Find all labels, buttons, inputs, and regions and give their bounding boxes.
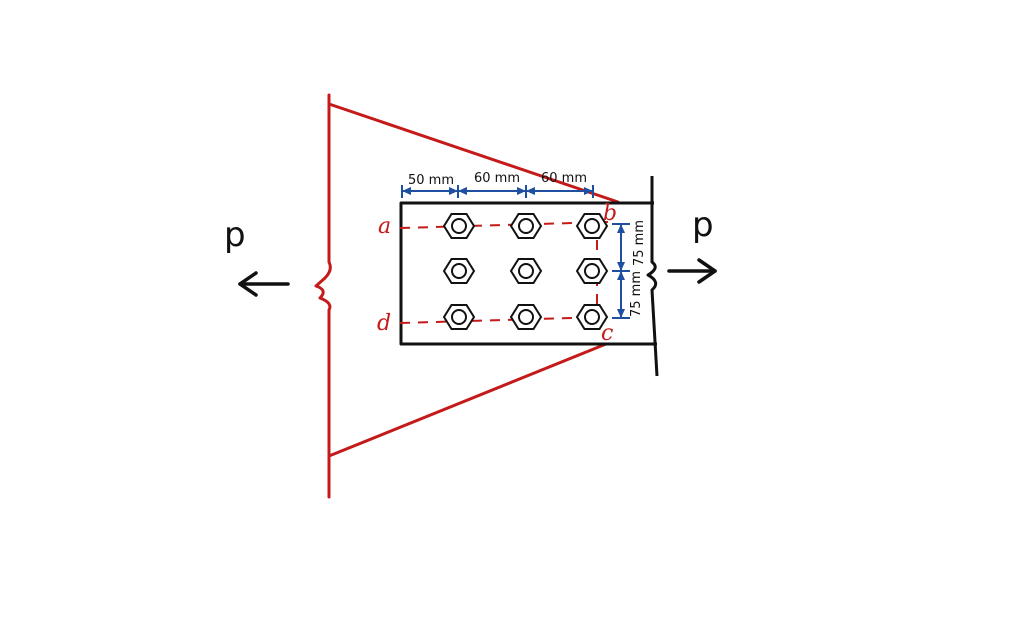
horizontal-dimension-chain: [401, 185, 594, 198]
point-labels: a b c d: [377, 201, 617, 346]
bolt-hole-circle: [451, 309, 467, 325]
bolt-nut-hexagon: [575, 304, 609, 330]
dimension-label-pitch-1: 60 mm: [474, 171, 520, 186]
bolt-hole-circle: [518, 218, 534, 234]
bolt-group: [442, 213, 609, 330]
bolt: [509, 213, 543, 239]
bolt-hole-circle: [451, 263, 467, 279]
plate-outline: [399, 201, 657, 346]
bolt-nut-hexagon: [509, 213, 543, 239]
bolt: [442, 258, 476, 284]
force-label-right: p: [692, 205, 714, 245]
dimension-label-edge: 50 mm: [408, 173, 454, 188]
bolt-hole-circle: [451, 218, 467, 234]
bolt: [575, 213, 609, 239]
point-label-d: d: [377, 311, 391, 336]
bolt-nut-hexagon: [442, 213, 476, 239]
red-member-outline: [314, 93, 620, 499]
dimension-label-gauge-2: 75 mm: [629, 271, 644, 317]
force-label-left: p: [224, 215, 246, 255]
member-top-taper-line: [327, 102, 620, 204]
bolt: [575, 304, 609, 330]
point-label-a: a: [378, 214, 391, 239]
bolt-nut-hexagon: [442, 304, 476, 330]
bolt-nut-hexagon: [509, 258, 543, 284]
bolt-nut-hexagon: [575, 213, 609, 239]
dimension-label-gauge-1: 75 mm: [632, 220, 647, 266]
bolt-nut-hexagon: [575, 258, 609, 284]
failure-path: [399, 221, 609, 324]
left-force-arrow: [238, 271, 290, 297]
bolt: [442, 213, 476, 239]
bolt: [509, 258, 543, 284]
member-left-edge-with-break: [314, 93, 332, 499]
point-label-b: b: [603, 201, 617, 226]
bolt: [509, 304, 543, 330]
dimension-label-pitch-2: 60 mm: [541, 171, 587, 186]
point-label-c: c: [601, 321, 613, 346]
failure-line-d-c: [399, 316, 607, 324]
bolt-nut-hexagon: [509, 304, 543, 330]
splice-plate: [399, 176, 659, 377]
right-force-arrow: [667, 258, 717, 284]
vertical-dimension-chain: [612, 223, 630, 319]
member-bottom-taper-line: [327, 342, 608, 458]
bolt-hole-circle: [584, 309, 600, 325]
bolt-nut-hexagon: [442, 258, 476, 284]
bolt-hole-circle: [518, 309, 534, 325]
bolt: [442, 304, 476, 330]
bolt-hole-circle: [584, 218, 600, 234]
bolt-hole-circle: [518, 263, 534, 279]
bolt: [575, 258, 609, 284]
bolt-hole-circle: [584, 263, 600, 279]
plate-right-edge-with-break: [646, 176, 659, 377]
